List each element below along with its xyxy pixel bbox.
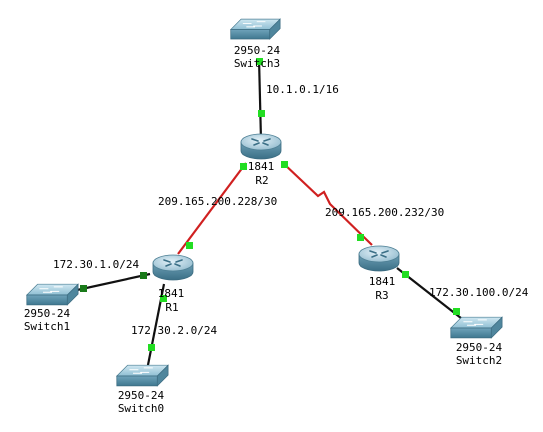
port-light	[258, 110, 265, 117]
link-r2-r3[interactable]	[282, 162, 373, 246]
device-switch2[interactable]	[450, 316, 503, 339]
port-light	[140, 272, 147, 279]
link-r2-switch3[interactable]	[257, 57, 263, 141]
network-label-r1-switch0: 172.30.2.0/24	[131, 324, 217, 337]
switch0-name-label: Switch0	[118, 402, 164, 415]
router-icon	[240, 133, 282, 160]
switch1-model-label: 2950-24	[24, 307, 71, 320]
port-light	[240, 163, 247, 170]
port-light	[402, 271, 409, 278]
port-light	[186, 242, 193, 249]
port-lights	[80, 58, 460, 351]
switch3-name-label: Switch3	[234, 57, 280, 70]
router-icon	[358, 245, 400, 272]
switch-icon	[230, 18, 281, 40]
network-label-r2-r3: 209.165.200.232/30	[325, 206, 444, 219]
r1-model-label: 1841	[158, 287, 185, 300]
switch2-name-label: Switch2	[456, 354, 502, 367]
network-label-r3-switch2: 172.30.100.0/24	[429, 286, 529, 299]
port-light	[453, 308, 460, 315]
r3-model-label: 1841	[369, 275, 396, 288]
device-r1[interactable]	[152, 254, 194, 281]
device-r2[interactable]	[240, 133, 282, 160]
port-light	[281, 161, 288, 168]
r2-model-label: 1841	[248, 160, 275, 173]
network-label-r2-switch3: 10.1.0.1/16	[266, 83, 339, 96]
port-light	[80, 285, 87, 292]
network-label-r1-switch1: 172.30.1.0/24	[53, 258, 139, 271]
r2-name-label: R2	[255, 174, 268, 187]
port-light	[256, 58, 263, 65]
network-label-r1-r2: 209.165.200.228/30	[158, 195, 277, 208]
switch0-model-label: 2950-24	[118, 389, 165, 402]
switch-icon	[116, 364, 169, 387]
switch1-name-label: Switch1	[24, 320, 70, 333]
switch-icon	[26, 283, 79, 306]
switch-icon	[450, 316, 503, 339]
device-switch3[interactable]	[230, 18, 281, 40]
device-r3[interactable]	[358, 245, 400, 272]
link-r1-r2[interactable]	[177, 162, 247, 255]
port-light	[357, 234, 364, 241]
device-switch1[interactable]	[26, 283, 79, 306]
router-icon	[152, 254, 194, 281]
r1-name-label: R1	[165, 301, 178, 314]
port-light	[160, 295, 167, 302]
switch2-model-label: 2950-24	[456, 341, 503, 354]
r3-name-label: R3	[375, 289, 388, 302]
port-light	[148, 344, 155, 351]
device-switch0[interactable]	[116, 364, 169, 387]
switch3-model-label: 2950-24	[234, 44, 281, 57]
